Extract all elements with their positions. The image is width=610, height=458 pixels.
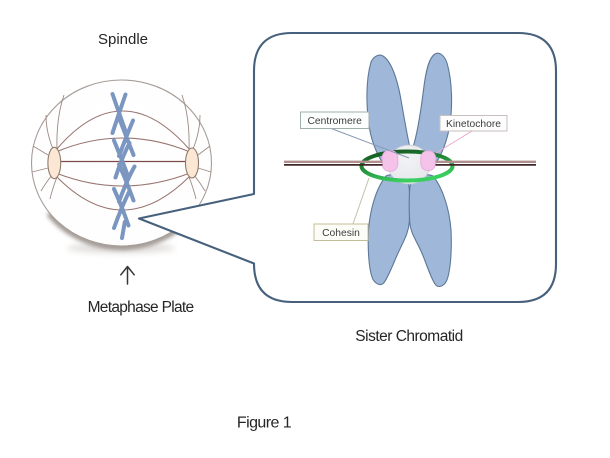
svg-text:Centromere: Centromere: [308, 116, 363, 127]
svg-text:Figure 1: Figure 1: [237, 415, 292, 432]
svg-text:Cohesin: Cohesin: [322, 228, 360, 239]
svg-text:Metaphase Plate: Metaphase Plate: [88, 299, 194, 316]
svg-text:Kinetochore: Kinetochore: [446, 119, 501, 130]
svg-text:Sister Chromatid: Sister Chromatid: [355, 328, 462, 345]
svg-text:Spindle: Spindle: [98, 31, 148, 48]
